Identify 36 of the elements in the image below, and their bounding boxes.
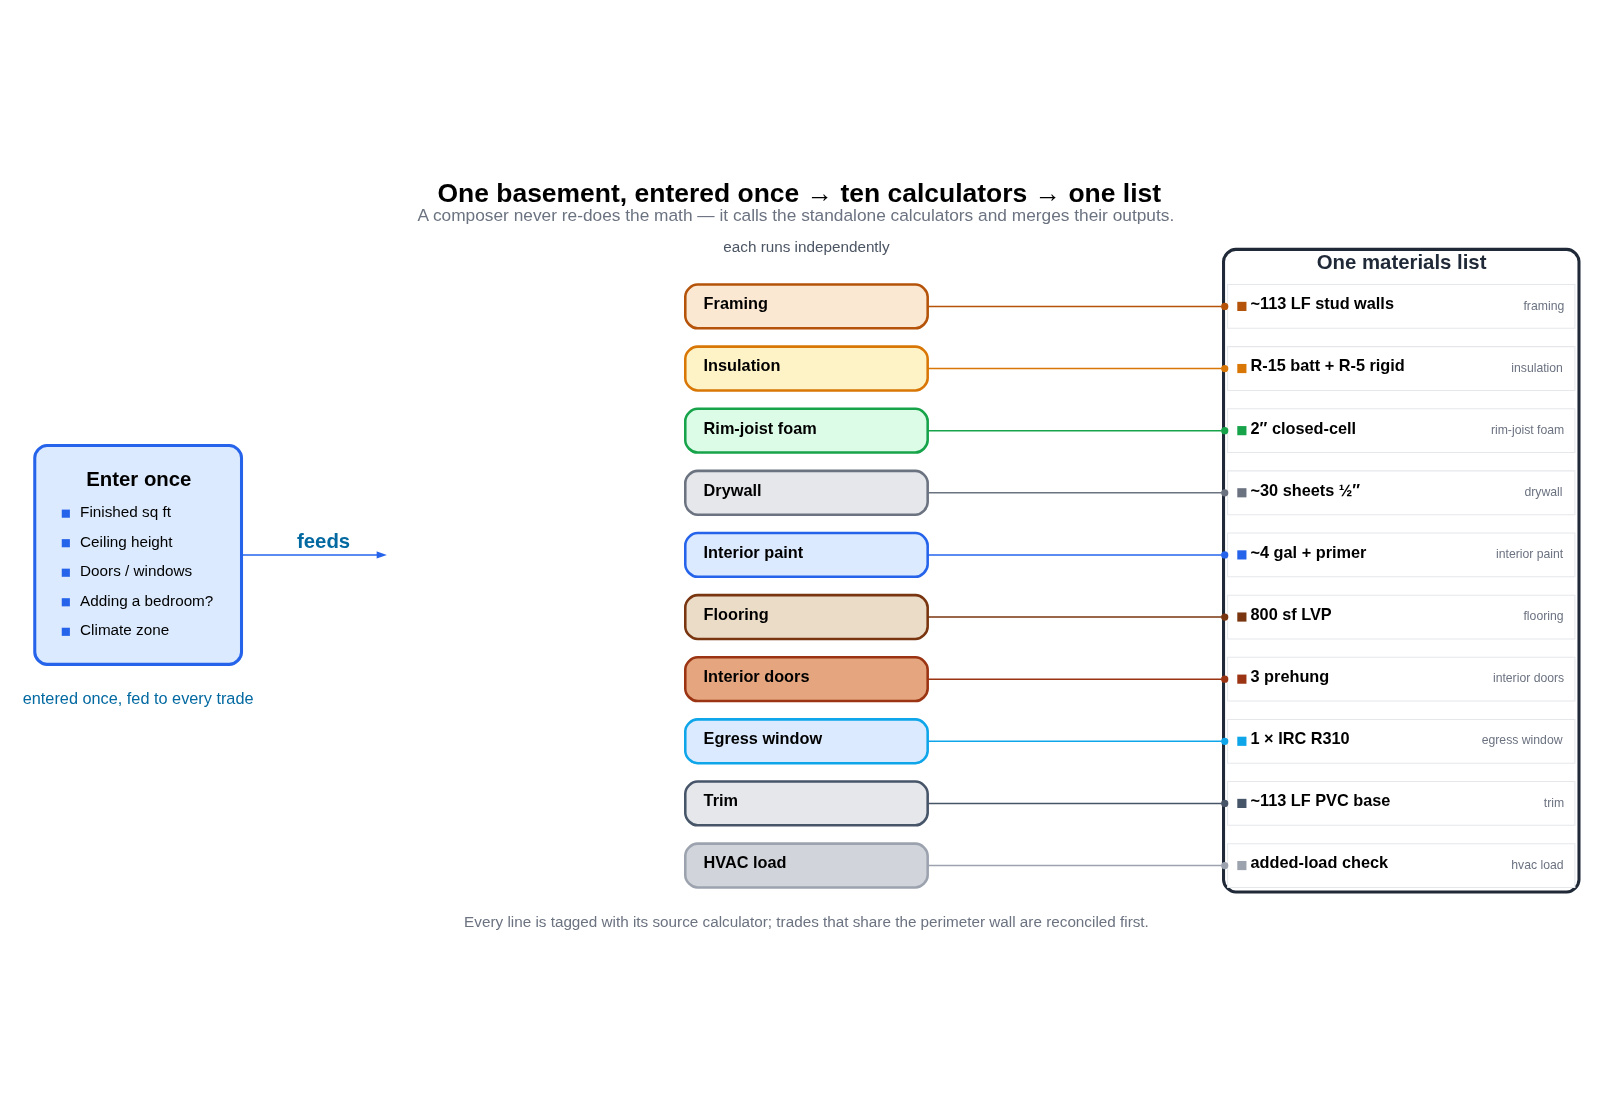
connector (927, 675, 1229, 683)
connector (927, 302, 1229, 310)
caption: Every line is tagged with its source calculator; trades that share the perimeter wall are reconciled first. (464, 913, 1149, 931)
connector (927, 364, 1229, 373)
node-box: Framing (684, 283, 929, 330)
node-box: Trim (684, 780, 929, 827)
node-box: Rim-joist foam (684, 407, 929, 454)
connector (927, 489, 1229, 497)
node-box: ~113 LF stud walls framing (1227, 284, 1576, 329)
node-box: 800 sf LVP flooring (1227, 594, 1576, 640)
node-box: Drywall (684, 469, 929, 516)
node-box: 2″ closed-cell rim-joist foam (1227, 408, 1576, 454)
node-box: Interior doors (684, 656, 929, 703)
node-box: Flooring (684, 593, 929, 641)
connector (927, 861, 1229, 870)
arrow (241, 551, 387, 559)
node-box: 1 × IRC R310 egress window (1227, 718, 1576, 764)
node-box: ~113 LF PVC base trim (1227, 781, 1576, 826)
node-box: Insulation (684, 345, 929, 392)
node-box: ~30 sheets ½″ drywall (1227, 470, 1576, 516)
node-box: Interior paint (684, 531, 929, 579)
node-box: 3 prehung interior doors (1227, 656, 1576, 702)
node-box: Egress window (684, 718, 929, 765)
node-label: entered once, fed to every trade (22, 689, 254, 708)
connector (927, 551, 1229, 559)
node-box: HVAC load (684, 842, 929, 889)
node-box: Enter once Finished sq ft Ceiling height Doors / windows Adding a bedroom? Climate zone (33, 443, 244, 666)
connector (927, 737, 1229, 745)
label: each runs independently (723, 237, 890, 255)
edge-label: feeds (297, 529, 351, 552)
connector (927, 427, 1229, 435)
connector (927, 613, 1229, 621)
connector (927, 799, 1229, 808)
node-box: R-15 batt + R-5 rigid insulation (1227, 346, 1576, 391)
node-box: ~4 gal + primer interior paint (1227, 532, 1576, 578)
node-box: added-load check hvac load (1227, 843, 1576, 888)
